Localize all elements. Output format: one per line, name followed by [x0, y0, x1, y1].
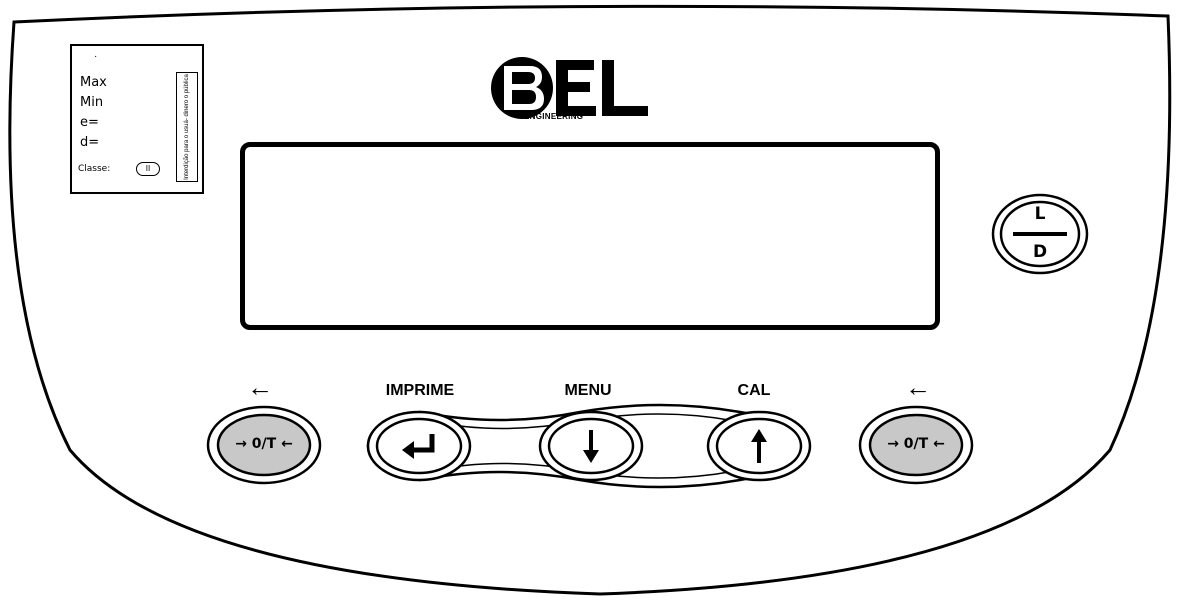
spec-d: d= [80, 135, 100, 150]
light-key-top-label: L [1034, 204, 1046, 224]
cal-up-button[interactable] [706, 410, 812, 482]
right-tare-label: → 0/T ← [887, 436, 945, 452]
right-zero-tare-button[interactable]: → 0/T ← [858, 405, 974, 485]
left-tare-label: → 0/T ← [235, 436, 293, 452]
right-tare-button-shape [858, 405, 974, 485]
left-tare-arrow-icon: ← [247, 372, 273, 402]
right-tare-arrow-icon: ← [905, 372, 931, 402]
light-display-button[interactable]: L D [991, 193, 1089, 275]
cal-key-title: CAL [737, 382, 771, 399]
light-key-bottom-label: D [1032, 242, 1048, 262]
bel-logo-mark [491, 57, 648, 119]
up-arrow-icon [706, 410, 812, 482]
enter-arrow-icon [366, 410, 472, 482]
menu-down-button[interactable] [538, 410, 644, 482]
spec-min: Min [80, 95, 104, 110]
menu-key-title: MENU [564, 382, 612, 399]
left-zero-tare-button[interactable]: → 0/T ← [206, 405, 322, 485]
logo-subtitle: ENGINEERING [524, 112, 584, 121]
left-tare-button-shape [206, 405, 322, 485]
light-display-button-shape [991, 193, 1089, 275]
spec-e: e= [80, 115, 99, 130]
spec-classe: Classe: [78, 164, 111, 174]
spec-dot: · [94, 51, 98, 62]
spec-classe-value: II [136, 162, 160, 176]
spec-side-notice: Interdição para o usuá- dinero o pública [176, 72, 198, 182]
specification-label: · Max Min e= d= Classe: II Interdição pa… [70, 44, 204, 194]
down-arrow-icon [538, 410, 644, 482]
bel-logo: ENGINEERING [490, 50, 660, 128]
spec-max: Max [80, 75, 107, 90]
spec-side-text: Interdição para o usuá- dinero o pública [184, 74, 190, 180]
print-key-title: IMPRIME [385, 382, 455, 399]
lcd-display [240, 142, 940, 330]
print-enter-button[interactable] [366, 410, 472, 482]
